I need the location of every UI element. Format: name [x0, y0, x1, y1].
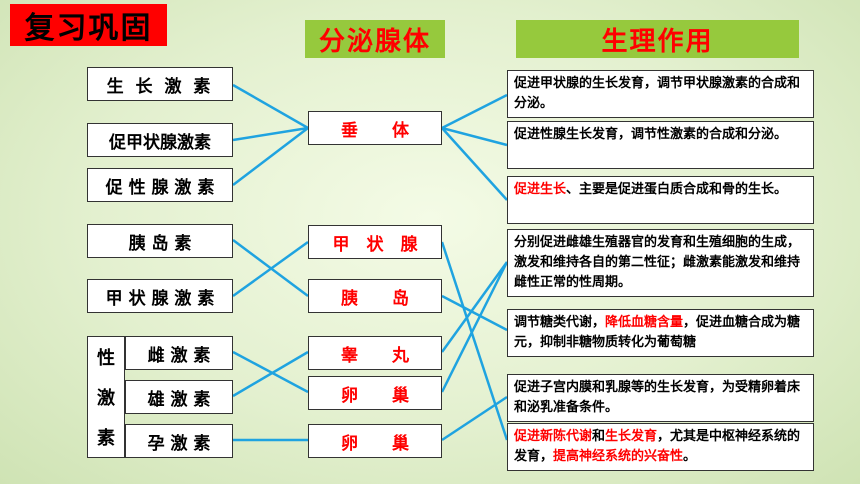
line-ovary-f4 — [440, 261, 509, 393]
function-insulin-text-a: 调节糖类代谢， — [514, 315, 606, 330]
line-testis-f4 — [440, 261, 509, 353]
function-insulin-highlight: 降低血糖含量 — [605, 315, 684, 330]
function-thyroxine-text-c: 。 — [683, 449, 697, 464]
line-thyroxine-thyroid — [232, 240, 309, 298]
line-tsh-pituitary — [232, 126, 309, 142]
line-islet-f5 — [441, 294, 508, 332]
sex-group-char-3: 素 — [97, 428, 115, 449]
hormone-progesterone: 孕 激 素 — [125, 424, 233, 458]
function-thyroxine-highlight-1: 促进新陈代谢 — [514, 429, 593, 444]
line-thyroid-f7 — [440, 241, 509, 441]
function-thyroxine-text-b: ，尤其是中枢神经系统的发育， — [514, 429, 801, 464]
line-estrogen-ovary — [232, 350, 309, 394]
gland-pituitary: 垂 体 — [308, 111, 442, 145]
hormone-insulin: 胰 岛 素 — [87, 224, 233, 258]
function-insulin-text-b: ，促进血糖合成为糖元，抑制非糖物质转化为葡萄糖 — [514, 315, 801, 350]
page-title: 复习巩固 — [10, 4, 167, 46]
line-gh-pituitary — [232, 83, 309, 130]
gland-ovary-1: 卵 巢 — [308, 376, 442, 410]
hormone-tsh: 促甲状腺激素 — [87, 123, 233, 157]
function-growth: 促进生长、主要是促进蛋白质合成和骨的生长。 — [507, 176, 814, 224]
function-thyroxine-highlight-2: 生长发育 — [605, 429, 658, 444]
hormone-estrogen: 雌 激 素 — [125, 336, 233, 370]
sex-group-char-1: 性 — [97, 348, 115, 369]
hormone-gonadotropin: 促 性 腺 激 素 — [87, 168, 233, 202]
gland-thyroid: 甲 状 腺 — [308, 225, 442, 259]
gland-pancreatic-islet: 胰 岛 — [308, 279, 442, 313]
line-gonadotropin-pituitary — [232, 127, 309, 186]
line-androgen-testis — [232, 350, 309, 398]
line-pituitary-f2 — [441, 126, 508, 147]
function-growth-highlight: 促进生长 — [514, 182, 567, 197]
function-thyroxine-highlight-3: 提高神经系统的兴奋性 — [553, 449, 684, 464]
function-thyroxine-text-a: 和 — [592, 429, 606, 444]
line-ovary2-f6 — [441, 395, 508, 442]
gland-ovary-2: 卵 巢 — [308, 424, 442, 458]
function-tsh: 促进甲状腺的生长发育，调节甲状腺激素的合成和分泌。 — [507, 70, 814, 118]
sex-hormone-group: 性 激 素 — [87, 336, 125, 458]
glands-header: 分泌腺体 — [305, 20, 445, 58]
function-sex-hormones: 分别促进雌雄生殖器官的发育和生殖细胞的生成，激发和维持各自的第二性征；雌激素能激… — [507, 229, 814, 297]
line-pituitary-f1 — [441, 93, 508, 130]
function-thyroxine: 促进新陈代谢和生长发育，尤其是中枢神经系统的发育，提高神经系统的兴奋性。 — [507, 423, 814, 471]
function-growth-text: 、主要是促进蛋白质合成和骨的生长。 — [566, 182, 788, 197]
hormone-androgen: 雄 激 素 — [125, 380, 233, 414]
functions-header: 生理作用 — [516, 20, 799, 58]
line-pituitary-f3 — [441, 127, 508, 201]
function-insulin: 调节糖类代谢，降低血糖含量，促进血糖合成为糖元，抑制非糖物质转化为葡萄糖 — [507, 309, 814, 357]
sex-group-char-2: 激 — [97, 388, 115, 409]
hormone-thyroxine: 甲 状 腺 激 素 — [87, 279, 233, 313]
function-gonadotropin: 促进性腺生长发育，调节性激素的合成和分泌。 — [507, 121, 814, 169]
function-progesterone: 促进子宫内膜和乳腺等的生长发育，为受精卵着床和泌乳准备条件。 — [507, 374, 814, 422]
hormone-growth: 生 长 激 素 — [87, 67, 233, 101]
gland-testis: 睾 丸 — [308, 336, 442, 370]
